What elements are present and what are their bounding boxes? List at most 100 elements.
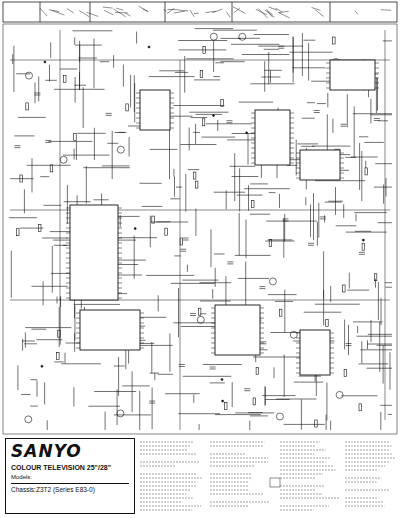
ic-pin xyxy=(375,83,379,84)
note-line xyxy=(280,474,323,475)
resistor-symbol xyxy=(333,37,336,44)
header-scribble xyxy=(116,8,123,10)
wire xyxy=(154,373,155,381)
wire xyxy=(250,214,270,215)
wire xyxy=(178,413,220,414)
header-scribble xyxy=(266,10,272,15)
wire xyxy=(293,36,294,82)
wire xyxy=(327,93,328,108)
wire xyxy=(367,340,368,349)
bus-line xyxy=(10,300,390,301)
ic-pin xyxy=(76,338,80,339)
capacitor-symbol xyxy=(210,366,216,367)
wire xyxy=(194,79,220,80)
ic-package xyxy=(300,150,340,180)
capacitor-symbol xyxy=(226,122,232,123)
resistor-symbol xyxy=(315,420,318,427)
components xyxy=(14,33,380,427)
ic-pin xyxy=(211,313,215,314)
capacitor-symbol xyxy=(359,252,365,253)
wire xyxy=(370,99,371,124)
ic-pin xyxy=(330,348,334,349)
ic-pin xyxy=(76,323,80,324)
wire xyxy=(158,374,173,375)
wire xyxy=(346,232,387,233)
ic-pin xyxy=(260,318,264,319)
warning-symbol xyxy=(270,478,280,487)
resistor-symbol xyxy=(221,99,224,106)
resistor-symbol xyxy=(17,229,20,236)
ic-pin xyxy=(76,348,80,349)
wire xyxy=(250,183,268,184)
wire xyxy=(118,357,119,396)
wire xyxy=(221,38,241,39)
ic-pin xyxy=(296,178,300,179)
header-scribble xyxy=(163,9,166,11)
ic-pin xyxy=(251,133,255,134)
wire xyxy=(202,137,236,138)
note-line xyxy=(140,486,196,487)
note-line xyxy=(140,462,200,463)
capacitor-symbol xyxy=(346,345,352,346)
capacitor-symbol xyxy=(190,315,196,316)
header-scribble xyxy=(242,12,245,14)
capacitor-symbol xyxy=(149,403,155,404)
wire xyxy=(235,412,274,413)
wire xyxy=(193,132,200,133)
note-line xyxy=(345,502,384,503)
wire xyxy=(317,222,318,246)
wire xyxy=(317,103,326,104)
wire xyxy=(193,395,194,403)
wire xyxy=(212,289,213,299)
note-line xyxy=(345,454,392,455)
transistor-symbol xyxy=(210,33,217,40)
wire xyxy=(238,278,269,279)
wire xyxy=(265,386,266,406)
capacitor-symbol xyxy=(259,288,265,289)
wire xyxy=(86,166,87,204)
header-strip xyxy=(3,2,397,22)
header-scribble xyxy=(194,13,199,14)
wire xyxy=(44,382,45,404)
resistor-symbol xyxy=(20,175,23,182)
ic-pin xyxy=(140,313,144,314)
wire xyxy=(102,165,130,166)
wire xyxy=(188,169,200,170)
resistor-symbol xyxy=(203,46,206,53)
note-line xyxy=(345,442,390,443)
note-line xyxy=(280,466,334,467)
ic-pin xyxy=(118,213,122,214)
wire xyxy=(61,363,101,364)
wire xyxy=(250,415,268,416)
ic-package xyxy=(330,60,375,90)
wire xyxy=(289,52,332,53)
capacitor-symbol xyxy=(314,112,320,113)
wire xyxy=(74,149,75,160)
integrated-circuits xyxy=(66,60,379,375)
wire xyxy=(105,412,106,430)
wire xyxy=(118,237,157,238)
ic-pin xyxy=(326,68,330,69)
wire xyxy=(361,341,362,363)
note-line xyxy=(345,482,377,483)
capacitor-symbol xyxy=(259,286,265,287)
wire xyxy=(178,40,227,41)
wire xyxy=(318,203,319,238)
ic-pin xyxy=(118,298,122,299)
brand-logo: SANYO xyxy=(11,442,129,462)
capacitor-symbol xyxy=(282,218,288,219)
wire xyxy=(226,190,227,209)
ic-pin xyxy=(260,353,264,354)
wire xyxy=(165,393,200,394)
wire xyxy=(214,254,225,255)
wire xyxy=(390,352,391,390)
header-scribble xyxy=(67,9,74,14)
note-line xyxy=(210,478,252,479)
resistor-symbol xyxy=(256,367,259,374)
resistor-symbol xyxy=(374,274,377,281)
ic-pin xyxy=(66,268,70,269)
wire xyxy=(10,178,33,179)
wire xyxy=(349,273,350,289)
ic-pin xyxy=(290,113,294,114)
capacitor-symbol xyxy=(278,46,284,47)
